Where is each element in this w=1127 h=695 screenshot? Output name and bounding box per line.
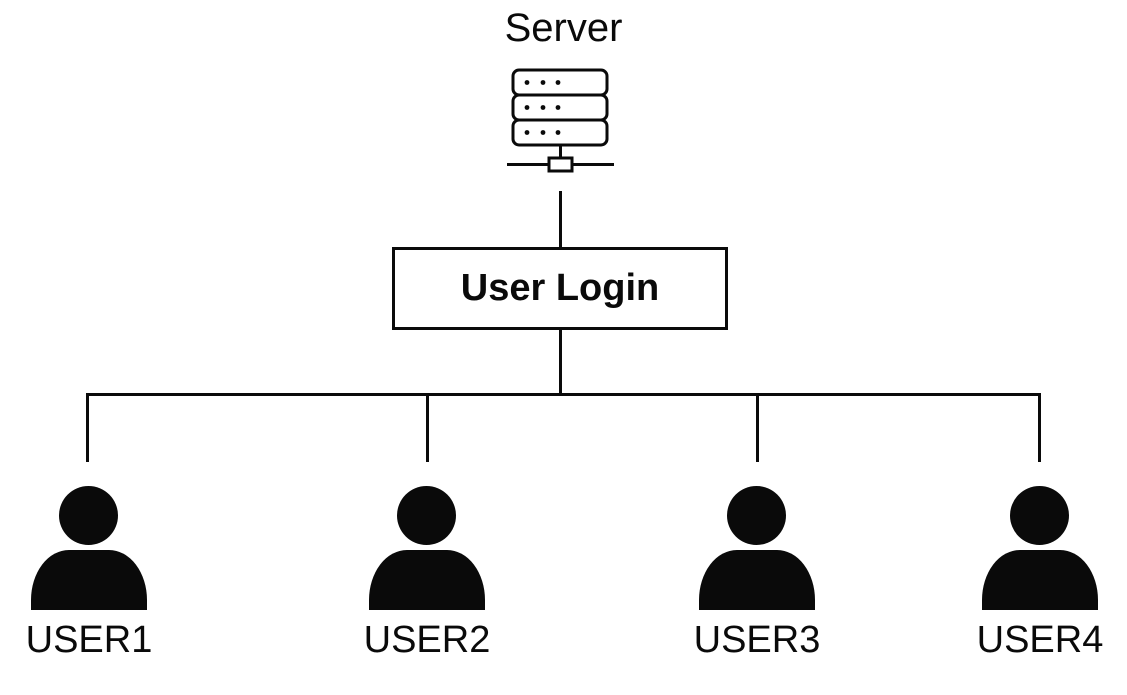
server-stack-icon <box>507 68 614 173</box>
branch-drop-line-user3 <box>756 393 759 462</box>
person-body <box>369 550 485 610</box>
login-to-branch-connector <box>559 330 562 393</box>
branch-drop-line-user1 <box>86 393 89 462</box>
user-node-4: USER4 <box>940 480 1127 695</box>
user-label: USER3 <box>693 619 821 661</box>
person-icon <box>0 480 189 612</box>
user-label: USER1 <box>25 619 153 661</box>
server-title: Server <box>504 6 623 50</box>
person-head <box>59 486 118 545</box>
user-node-3: USER3 <box>657 480 857 695</box>
person-icon <box>940 480 1127 612</box>
branch-horizontal-line <box>86 393 1041 396</box>
person-body <box>982 550 1098 610</box>
user-login-box: User Login <box>392 247 728 330</box>
person-body <box>699 550 815 610</box>
branch-drop-line-user2 <box>426 393 429 462</box>
person-head <box>1010 486 1069 545</box>
person-head <box>397 486 456 545</box>
user-login-label: User Login <box>460 267 660 309</box>
person-head <box>727 486 786 545</box>
person-icon <box>657 480 857 612</box>
network-node-icon <box>547 156 574 173</box>
user-node-1: USER1 <box>0 480 189 695</box>
user-label: USER2 <box>363 619 491 661</box>
person-body <box>31 550 147 610</box>
server-to-login-connector <box>559 191 562 247</box>
person-icon <box>327 480 527 612</box>
branch-drop-line-user4 <box>1038 393 1041 462</box>
user-label: USER4 <box>976 619 1104 661</box>
user-node-2: USER2 <box>327 480 527 695</box>
